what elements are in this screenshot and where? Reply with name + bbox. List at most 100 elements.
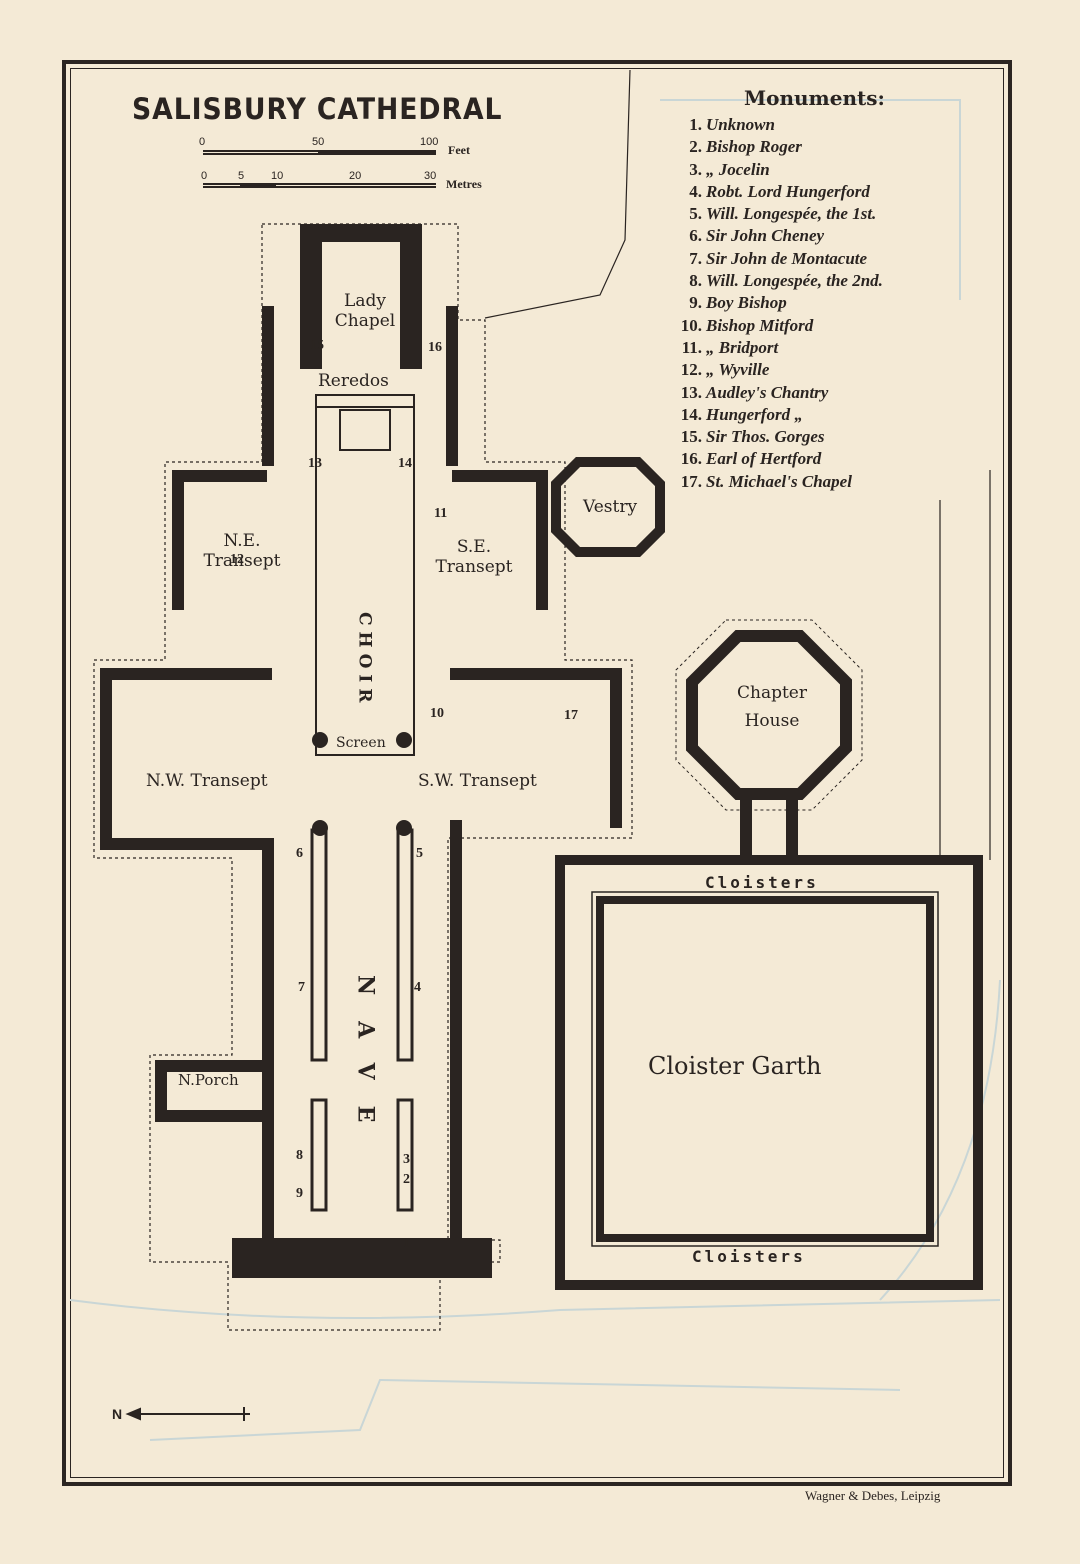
monument-name: Unknown	[706, 115, 775, 134]
plan-number-11: 11	[434, 506, 448, 521]
label-cloisters-south: Cloisters	[692, 1247, 806, 1266]
map-title: SALISBURY CATHEDRAL	[132, 92, 503, 126]
monument-name: Will. Longespée, the 1st.	[706, 204, 877, 224]
label-ne-transept-line2: Transept	[203, 550, 281, 571]
monument-name: Sir John de Montacute	[706, 248, 868, 268]
label-lady-chapel: Lady Chapel	[330, 291, 400, 331]
label-se-transept-line2: Transept	[435, 556, 513, 577]
monuments-heading: Monuments:	[744, 86, 885, 110]
monument-name: Robt. Lord Hungerford	[706, 181, 870, 201]
monument-number: 1.	[689, 115, 702, 134]
chapter-house-octagon	[675, 619, 863, 860]
monument-number: 11.	[681, 337, 702, 357]
label-cloister-garth: Cloister Garth	[648, 1052, 822, 1080]
vestry-octagon	[551, 457, 665, 557]
scale-feet-unit: Feet	[448, 143, 470, 157]
plan-number-12: 12	[230, 552, 244, 567]
scale-metres-unit: Metres	[446, 177, 482, 191]
label-chapter-house-line2: House	[744, 710, 800, 731]
scale-bars	[203, 150, 436, 188]
label-screen: Screen	[336, 735, 386, 751]
scale-feet-tick-0: 0	[199, 136, 206, 148]
plan-number-8: 8	[296, 1148, 303, 1163]
monument-item: 4.Robt. Lord Hungerford	[670, 181, 1000, 203]
map-outer-frame	[62, 60, 1012, 1486]
monument-number: 2.	[689, 137, 702, 157]
label-se-transept-line1: S.E.	[456, 537, 492, 557]
monument-number: 12.	[680, 360, 702, 380]
cathedral-walls	[100, 224, 622, 1278]
plan-number-14: 14	[398, 456, 412, 471]
monument-name: Audley's Chantry	[706, 382, 829, 402]
monument-name: Hungerford „	[706, 404, 803, 424]
label-ne-transept: N.E. Transept	[192, 531, 292, 571]
scale-feet-tick-50: 50	[312, 136, 325, 148]
monument-item: 7.Sir John de Montacute	[670, 248, 1000, 270]
monument-name: „ Wyville	[706, 360, 770, 380]
monument-item: 13.Audley's Chantry	[670, 382, 1000, 404]
publisher-imprint: Wagner & Debes, Leipzig	[805, 1488, 941, 1503]
label-north-porch: N.Porch	[178, 1071, 239, 1089]
monument-item: 15.Sir Thos. Gorges	[670, 426, 1000, 448]
nave-columns	[310, 732, 414, 1212]
monument-number: 15.	[680, 427, 702, 447]
monument-name: „ Jocelin	[706, 159, 770, 179]
monument-item: 10.Bishop Mitford	[670, 315, 1000, 337]
monument-name: Will. Longespée, the 2nd.	[706, 271, 883, 291]
label-choir: CHOIR	[354, 612, 375, 709]
label-sw-transept: S.W. Transept	[418, 771, 537, 791]
monument-number: 9.	[689, 293, 702, 313]
label-lady-chapel-line2: Chapel	[334, 310, 396, 331]
monument-item: 8.Will. Longespée, the 2nd.	[670, 270, 1000, 292]
monument-item: 16.Earl of Hertford	[670, 448, 1000, 470]
label-lady-chapel-line1: Lady	[344, 291, 386, 311]
plan-number-16: 16	[428, 340, 442, 355]
monument-name: Bishop Mitford	[706, 315, 814, 335]
plan-number-6: 6	[296, 846, 303, 861]
label-reredos: Reredos	[318, 371, 389, 391]
plan-number-13: 13	[308, 456, 322, 471]
monument-name: Sir John Cheney	[706, 226, 825, 246]
scale-metres-tick-10: 10	[271, 170, 284, 182]
background-town-map	[69, 99, 1001, 1441]
monument-number: 14.	[680, 404, 702, 424]
monument-number: 17.	[680, 471, 702, 491]
monument-item: 2.Bishop Roger	[670, 136, 1000, 158]
monument-name: Earl of Hertford	[706, 449, 822, 469]
monument-number: 3.	[689, 159, 702, 179]
monument-item: 6.Sir John Cheney	[670, 225, 1000, 247]
label-vestry: Vestry	[583, 497, 638, 517]
monument-number: 5.	[689, 204, 702, 224]
monument-item: 11.„ Bridport	[670, 337, 1000, 359]
monument-number: 4.	[689, 181, 702, 201]
monument-item: 17.St. Michael's Chapel	[670, 471, 1000, 493]
scale-feet-tick-100: 100	[420, 136, 439, 148]
monument-item: 1.Unknown	[670, 114, 1000, 136]
label-chapter-house-line1: Chapter	[737, 683, 807, 703]
monument-number: 13.	[680, 382, 702, 402]
scale-metres-tick-20: 20	[349, 170, 362, 182]
monument-number: 10.	[680, 315, 702, 335]
monument-number: 8.	[689, 271, 702, 291]
monument-name: St. Michael's Chapel	[706, 471, 852, 491]
label-chapter-house: Chapter House	[722, 683, 822, 731]
monument-number: 7.	[689, 248, 702, 268]
plan-number-2: 2	[403, 1172, 410, 1187]
plan-number-1: 1	[403, 1236, 410, 1251]
label-cloisters-north: Cloisters	[705, 873, 819, 892]
plan-number-15: 15	[310, 338, 324, 353]
monument-number: 6.	[689, 226, 702, 246]
monument-name: Bishop Roger	[706, 137, 802, 157]
monument-item: 12.„ Wyville	[670, 359, 1000, 381]
plan-number-17: 17	[564, 708, 578, 723]
monument-item: 9.Boy Bishop	[670, 292, 1000, 314]
plan-number-4: 4	[414, 980, 421, 995]
monument-name: Boy Bishop	[706, 293, 787, 313]
monument-name: „ Bridport	[706, 337, 779, 357]
plan-number-5: 5	[416, 846, 423, 861]
plan-number-3: 3	[403, 1152, 410, 1167]
plan-number-9: 9	[296, 1186, 303, 1201]
monument-item: 3.„ Jocelin	[670, 159, 1000, 181]
